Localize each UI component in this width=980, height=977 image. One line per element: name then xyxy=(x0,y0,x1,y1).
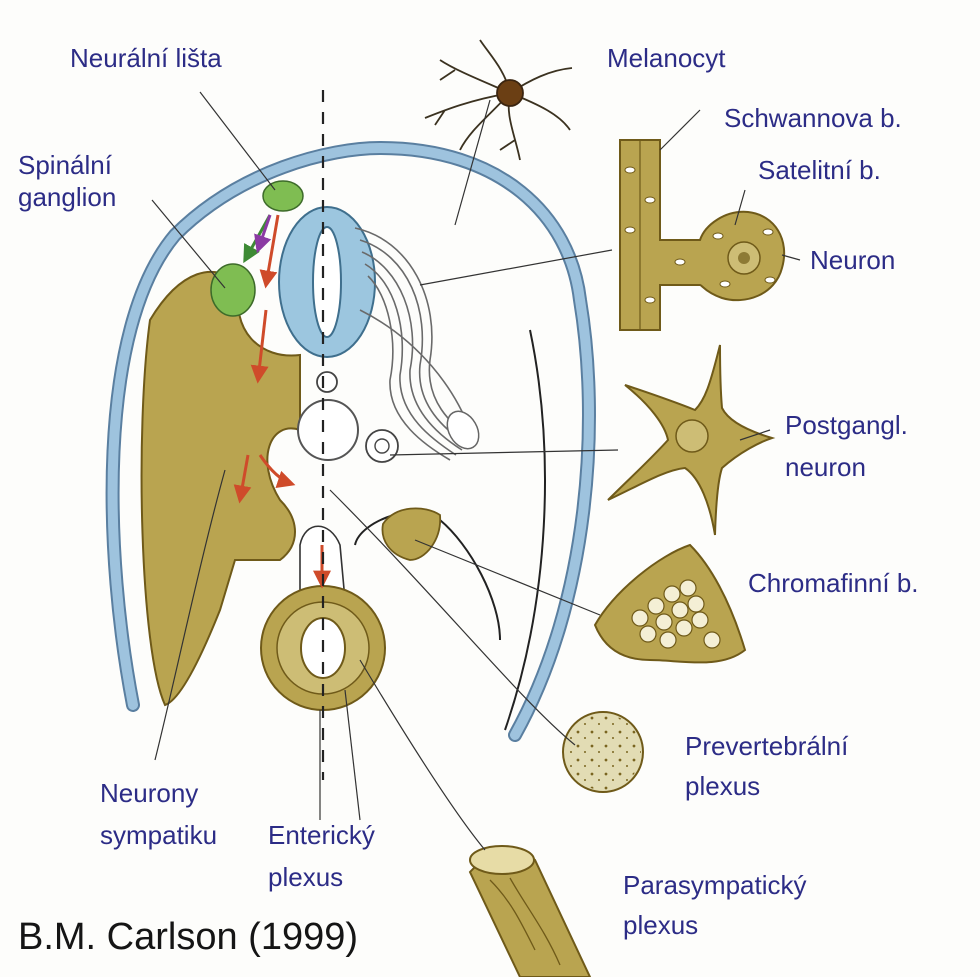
label-enteric-plexus-line1: Enterický xyxy=(268,820,375,851)
label-enteric-plexus-line2: plexus xyxy=(268,862,343,893)
label-spinal-ganglion-line1: Spinální xyxy=(18,150,112,181)
embryo-cross-section xyxy=(113,90,589,780)
melanocyte-cell xyxy=(425,40,572,160)
chromaffin-cell-cluster xyxy=(595,545,745,663)
label-neuron: Neuron xyxy=(810,245,895,276)
source-credit: B.M. Carlson (1999) xyxy=(18,915,358,959)
neural-crest-ganglion xyxy=(263,181,303,211)
label-sympathetic-neurons-line1: Neurony xyxy=(100,778,198,809)
label-prevertebral-line2: plexus xyxy=(685,771,760,802)
label-schwann-cell: Schwannova b. xyxy=(724,103,902,134)
prevertebral-plexus-cell xyxy=(563,712,643,792)
label-satellite-cell: Satelitní b. xyxy=(758,155,881,186)
label-melanocyte: Melanocyt xyxy=(607,43,726,74)
label-chromaffin-cell: Chromafinní b. xyxy=(748,568,919,599)
label-sympathetic-neurons-line2: sympatiku xyxy=(100,820,217,851)
label-postganglionic-line1: Postgangl. xyxy=(785,410,908,441)
label-neural-crest: Neurální lišta xyxy=(70,43,222,74)
spinal-ganglion xyxy=(211,264,255,316)
label-spinal-ganglion-line2: ganglion xyxy=(18,182,116,213)
label-parasympathetic-line1: Parasympatický xyxy=(623,870,807,901)
label-postganglionic-line2: neuron xyxy=(785,452,866,483)
label-parasympathetic-line2: plexus xyxy=(623,910,698,941)
parasympathetic-plexus-cell xyxy=(470,846,590,977)
label-prevertebral-line1: Prevertebrální xyxy=(685,731,848,762)
